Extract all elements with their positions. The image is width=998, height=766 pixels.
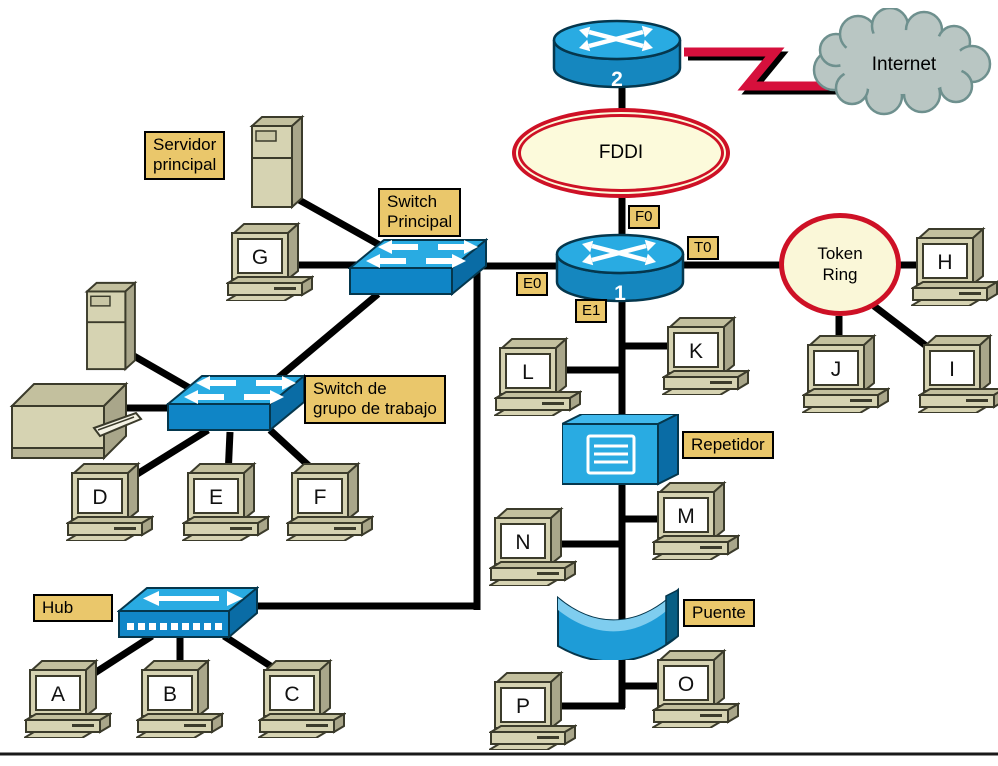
wan-link-red <box>684 47 839 91</box>
keyboard-icon <box>914 406 990 414</box>
router1-number: 1 <box>614 282 626 305</box>
computer-N: N <box>485 506 579 587</box>
computer-P: P <box>485 670 579 751</box>
router-arrows-icon <box>579 25 653 52</box>
computer-F: F <box>282 461 376 542</box>
keyboard-icon <box>20 731 96 739</box>
computer-D: D <box>62 461 156 542</box>
switch-principal <box>347 236 489 305</box>
link-wgswitch-switchprincipal <box>263 291 381 391</box>
label-hub: Hub <box>33 594 113 623</box>
computer-screen-label: I <box>949 358 955 381</box>
keyboard-icon <box>178 534 254 542</box>
computer-screen-label: D <box>92 486 107 509</box>
computer-E: E <box>178 461 272 542</box>
label-puente: Puente <box>683 599 755 628</box>
computer-screen-label: J <box>831 358 842 381</box>
router-arrows-icon <box>582 239 656 266</box>
token-ring: Token Ring <box>779 213 901 316</box>
computer-screen-label: P <box>516 695 530 718</box>
router-2: 2 <box>551 18 683 101</box>
computer-screen-label: M <box>677 505 695 528</box>
keyboard-icon <box>222 294 298 302</box>
repetidor <box>561 412 680 493</box>
computer-I: I <box>914 333 998 414</box>
keyboard-icon <box>490 409 566 417</box>
port-label-f0: F0 <box>628 205 660 230</box>
computer-screen-label: G <box>252 246 268 269</box>
label-repetidor: Repetidor <box>682 431 774 460</box>
keyboard-icon <box>798 406 874 414</box>
link-servidor1-switch <box>290 192 394 256</box>
computer-screen-label: N <box>515 531 530 554</box>
keyboard-icon <box>282 534 358 542</box>
fddi-inner-ring-icon <box>518 114 724 192</box>
computer-screen-label: C <box>284 683 299 706</box>
internet-label: Internet <box>872 54 937 75</box>
fddi-ring: FDDI <box>512 108 730 198</box>
computer-B: B <box>132 658 226 739</box>
keyboard-icon <box>648 721 724 729</box>
servidor-2-tower <box>80 280 140 377</box>
hub <box>116 585 260 648</box>
keyboard-icon <box>658 388 734 396</box>
computer-C: C <box>254 658 348 739</box>
port-label-e0: E0 <box>516 272 549 297</box>
computer-screen-label: A <box>51 683 65 706</box>
hub-ports-icon <box>127 623 222 630</box>
computer-H: H <box>907 226 998 307</box>
port-label-t0: T0 <box>687 236 719 261</box>
keyboard-icon <box>907 299 983 307</box>
computer-M: M <box>648 480 742 561</box>
fddi-label: FDDI <box>598 142 644 163</box>
keyboard-icon <box>62 534 138 542</box>
computer-G: G <box>222 221 316 302</box>
computer-screen-label: H <box>937 251 952 274</box>
computer-screen-label: O <box>678 673 694 696</box>
switch-arrows-icon <box>366 240 478 268</box>
impresora <box>8 376 143 473</box>
port-label-e1: E1 <box>575 299 608 324</box>
computer-L: L <box>490 336 584 417</box>
router2-number: 2 <box>611 68 623 91</box>
computer-A: A <box>20 658 114 739</box>
computer-screen-label: E <box>209 486 223 509</box>
keyboard-icon <box>485 579 561 587</box>
switch-grupo-trabajo <box>165 372 307 441</box>
computer-K: K <box>658 315 752 396</box>
computer-O: O <box>648 648 742 729</box>
computer-screen-label: L <box>522 361 534 384</box>
keyboard-icon <box>648 553 724 561</box>
computer-J: J <box>798 333 892 414</box>
computer-screen-label: B <box>163 683 177 706</box>
puente <box>556 582 680 665</box>
link-hub-a <box>88 633 154 679</box>
keyboard-icon <box>254 731 330 739</box>
switch-arrows-icon <box>184 376 296 404</box>
keyboard-icon <box>132 731 208 739</box>
router-1: 1 <box>554 232 686 315</box>
keyboard-icon <box>485 743 561 751</box>
link-wgswitch-d <box>132 427 210 479</box>
token-ring-label: Token Ring <box>817 244 863 284</box>
servidor-principal-tower <box>246 114 306 215</box>
hub-arrow-icon <box>143 591 243 606</box>
internet-cloud: Internet <box>806 6 996 121</box>
computer-screen-label: K <box>689 340 703 363</box>
computer-screen-label: F <box>314 486 327 509</box>
